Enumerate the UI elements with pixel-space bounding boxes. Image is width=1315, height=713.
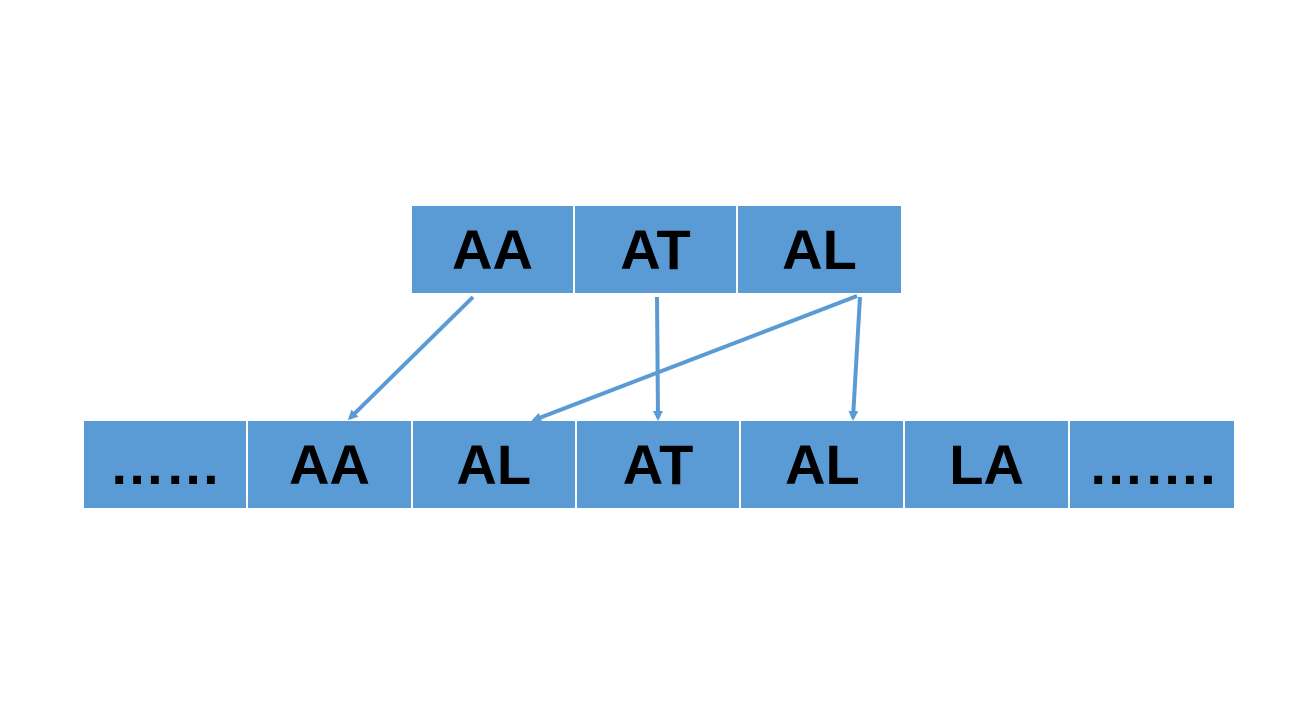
top-cell-1: AA	[412, 206, 575, 293]
bottom-cell-5: AL	[741, 421, 906, 508]
arrow-at-to-at	[652, 296, 663, 421]
bottom-row: …… AA AL AT AL LA …….	[84, 421, 1235, 508]
bottom-cell-7: …….	[1069, 421, 1235, 508]
bottom-cell-2: AA	[248, 421, 413, 508]
top-cell-2: AT	[575, 206, 738, 293]
top-row: AA AT AL	[412, 206, 901, 293]
bottom-cell-3: AL	[412, 421, 577, 508]
arrow-al-to-al-left	[531, 294, 858, 423]
arrow-al-to-al-right	[848, 296, 862, 421]
arrow-aa-to-aa	[347, 295, 475, 421]
top-cell-3: AL	[738, 206, 901, 293]
bottom-cell-6: LA	[905, 421, 1070, 508]
bottom-cell-1: ……	[84, 421, 249, 508]
bottom-cell-4: AT	[576, 421, 742, 508]
